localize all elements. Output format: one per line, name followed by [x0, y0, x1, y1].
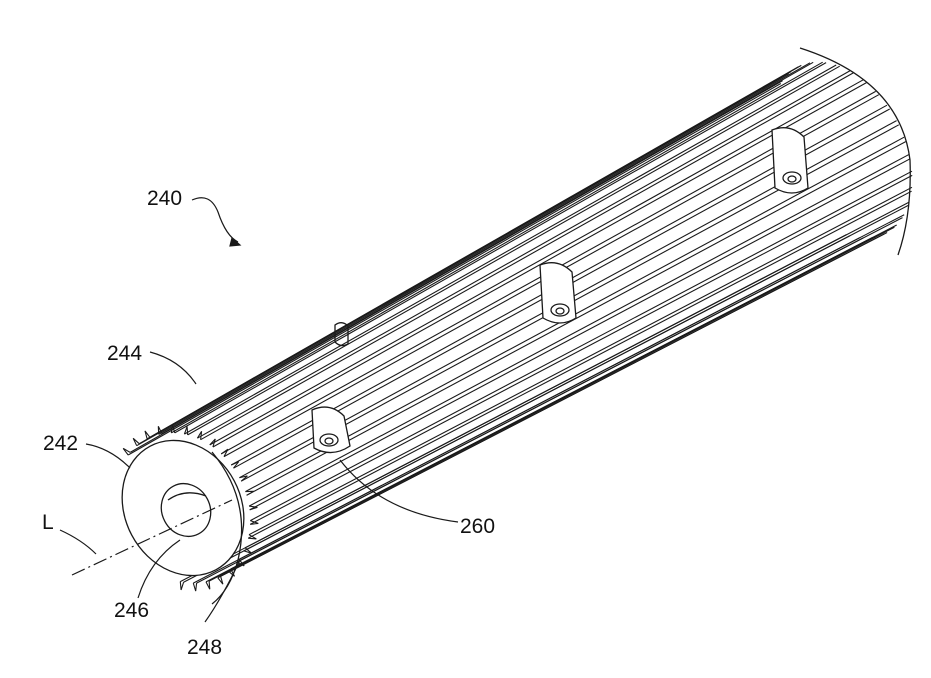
fin-edge — [159, 63, 810, 435]
fin-edge — [250, 171, 912, 520]
leader-244 — [150, 352, 196, 384]
fin-tooth — [245, 491, 253, 495]
ref-248: 248 — [187, 637, 222, 658]
fastener-boss-3 — [772, 128, 808, 193]
ref-260: 260 — [460, 516, 495, 537]
fin-edge — [206, 237, 873, 582]
fastener-boss-2 — [540, 263, 576, 323]
fin-tooth — [248, 535, 256, 539]
leader-242 — [86, 444, 130, 468]
fin-edge — [150, 65, 801, 437]
leader-240 — [192, 198, 238, 242]
fin-edge — [197, 71, 849, 438]
leader-L — [60, 530, 96, 554]
fin-tooth — [193, 583, 196, 591]
fin-edge — [162, 62, 813, 434]
fin-edge — [249, 187, 912, 534]
fin-tooth — [180, 582, 183, 590]
fin-tooth — [206, 581, 210, 589]
fin-edge — [201, 73, 854, 440]
fin-edge — [197, 238, 864, 583]
ref-L: L — [42, 512, 54, 533]
tube-outline — [99, 48, 910, 604]
fin-edge — [128, 84, 781, 456]
ref-240: 240 — [147, 188, 182, 209]
ref-242: 242 — [43, 433, 78, 454]
fin-edge — [175, 63, 826, 433]
fin-edge — [248, 191, 911, 538]
ref-246: 246 — [114, 600, 149, 621]
fin-edge — [184, 236, 850, 583]
fin-edge — [171, 62, 822, 433]
fastener-boss-1 — [312, 407, 350, 452]
leader-260 — [340, 460, 458, 522]
fin-edge — [188, 66, 840, 435]
fin-edge — [210, 80, 863, 445]
fin-edge — [180, 235, 846, 582]
ref-244: 244 — [107, 343, 142, 364]
arrowhead-240 — [230, 238, 240, 246]
